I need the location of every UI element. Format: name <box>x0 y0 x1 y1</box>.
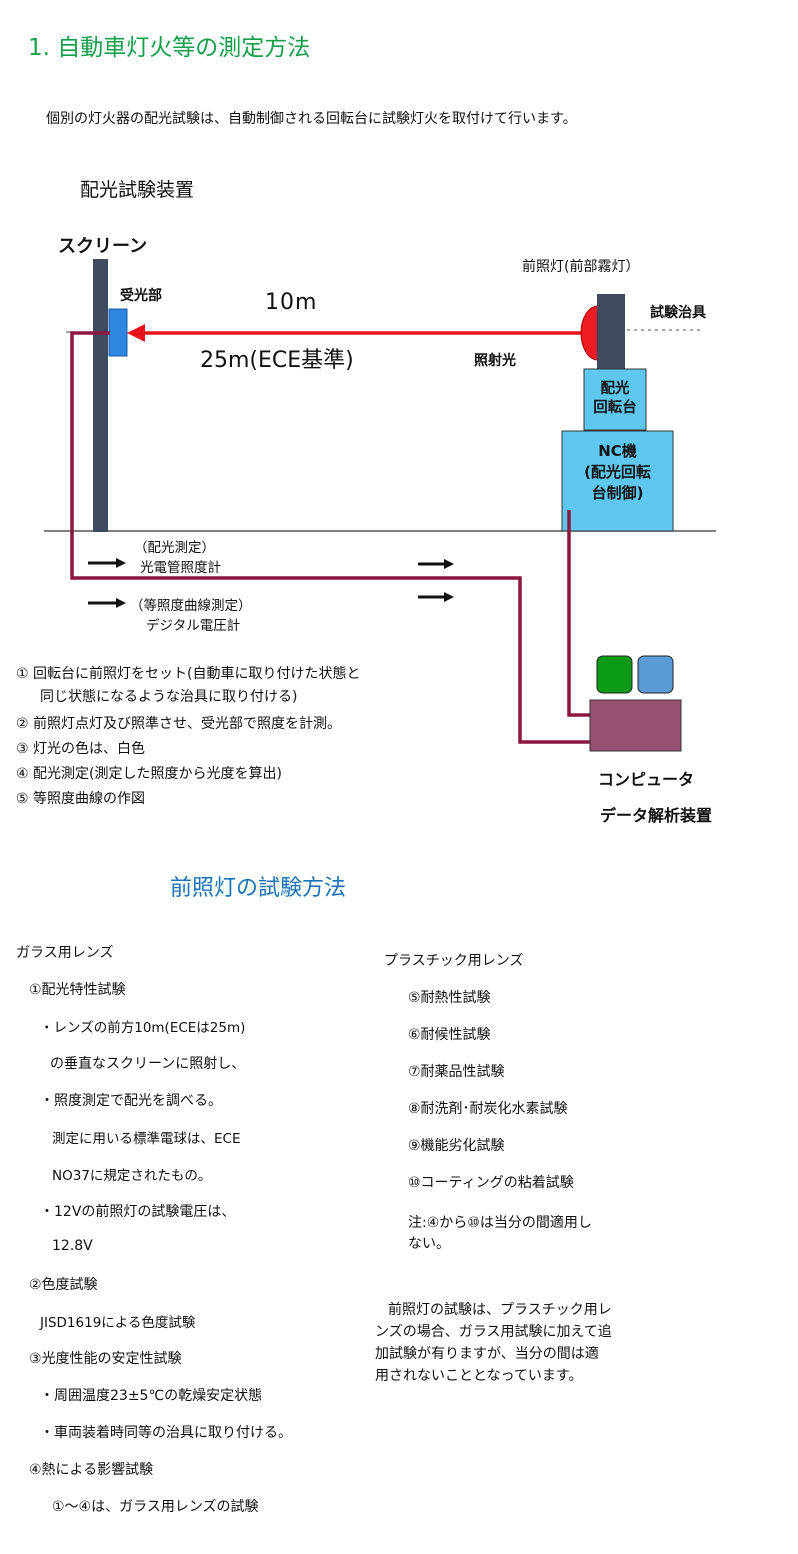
glass-line: 12.8V <box>52 1238 93 1254</box>
computer-box <box>589 699 682 752</box>
glass-line: ・12Vの前照灯の試験電圧は、 <box>40 1204 236 1220</box>
glass-line: ④熱による影響試験 <box>29 1462 154 1478</box>
plastic-line: ⑤耐熱性試験 <box>408 990 491 1006</box>
screen-post <box>93 259 108 532</box>
nc-box <box>561 430 674 532</box>
summary-line: ンズの場合、ガラス用試験に加えて追 <box>375 1324 612 1340</box>
irradiation-label: 照射光 <box>474 353 516 369</box>
plastic-line: ⑩コーティングの粘着試験 <box>408 1175 574 1191</box>
glass-line: ・照度測定で配光を調べる。 <box>40 1093 222 1109</box>
turntable-label: 配光 回転台 <box>593 381 637 416</box>
glass-line: JISD1619による色度試験 <box>40 1315 196 1331</box>
meter-arrows <box>88 558 454 608</box>
glass-line: 測定に用いる標準電球は、ECE <box>52 1131 241 1147</box>
plastic-heading: プラスチック用レンズ <box>384 953 524 969</box>
page-heading: 1. 自動車灯火等の測定方法 <box>28 35 311 61</box>
summary-line: 用されないこととなっています。 <box>375 1368 583 1384</box>
glass-heading: ガラス用レンズ <box>16 945 114 961</box>
plastic-note-line1: 注:④から⑩は当分の間適用し <box>408 1215 592 1231</box>
blue-key <box>637 655 674 694</box>
diagram-title: 配光試験装置 <box>80 179 195 201</box>
distance-label: 10m <box>265 290 318 315</box>
glass-line: ・周囲温度23±5℃の乾燥安定状態 <box>40 1388 263 1404</box>
step-1: ① 回転台に前照灯をセット(自動車に取り付けた状態と <box>16 666 361 682</box>
glass-line: ・車両装着時同等の治具に取り付ける。 <box>40 1425 292 1441</box>
meter2-line1: （等照度曲線測定） <box>130 598 252 614</box>
cable-nc-computer <box>567 510 591 717</box>
headlamp-label: 前照灯(前部霧灯） <box>522 259 640 275</box>
glass-line: ・レンズの前方10m(ECEは25m) <box>40 1020 246 1036</box>
turntable-box <box>583 368 647 431</box>
step-5: ⑤ 等照度曲線の作図 <box>16 791 146 807</box>
cable-screen-computer <box>70 331 591 744</box>
plastic-line: ⑥耐候性試験 <box>408 1027 491 1043</box>
glass-line: ③光度性能の安定性試験 <box>29 1351 182 1367</box>
step-2: ② 前照灯点灯及び照準させ、受光部で照度を計測。 <box>16 716 341 732</box>
meter2-line2: デジタル電圧計 <box>146 618 241 634</box>
analyzer-label: データ解析装置 <box>600 806 713 825</box>
section2-title: 前照灯の試験方法 <box>170 876 347 901</box>
screen-label: スクリーン <box>58 236 148 257</box>
summary-line: 前照灯の試験は、プラスチック用レ <box>388 1302 612 1318</box>
glass-line: ①～④は、ガラス用レンズの試験 <box>52 1499 259 1515</box>
summary-line: 加試験が有りますが、当分の間は適 <box>375 1346 599 1362</box>
glass-line: NO37に規定されたもの。 <box>52 1168 212 1184</box>
step-3: ③ 灯光の色は、白色 <box>16 741 146 757</box>
meter1-line1: （配光測定） <box>134 540 215 556</box>
step-4: ④ 配光測定(測定した照度から光度を算出) <box>16 766 282 782</box>
meter1-line2: 光電管照度計 <box>140 560 221 576</box>
jig-label: 試験治具 <box>650 305 706 321</box>
green-key <box>596 655 633 694</box>
plastic-line: ⑦耐薬品性試験 <box>408 1064 505 1080</box>
glass-line: ①配光特性試験 <box>29 982 126 998</box>
step-1-cont: 同じ状態になるような治具に取り付ける) <box>40 689 298 705</box>
jig-post <box>597 294 625 370</box>
plastic-note-line2: ない。 <box>408 1236 450 1252</box>
receiver-label: 受光部 <box>120 288 162 304</box>
receiver-box <box>108 308 128 357</box>
beam-arrowhead <box>127 324 145 342</box>
computer-label: コンピュータ <box>598 770 695 789</box>
plastic-line: ⑧耐洗剤･耐炭化水素試験 <box>408 1101 568 1117</box>
ece-label: 25m(ECE基準) <box>200 348 354 373</box>
intro-text: 個別の灯火器の配光試験は、自動制御される回転台に試験灯火を取付けて行います。 <box>46 111 577 127</box>
nc-label: NC機 (配光回転 台制御) <box>584 442 651 502</box>
headlamp-lens <box>580 305 599 361</box>
glass-line: の垂直なスクリーンに照射し、 <box>50 1056 246 1072</box>
plastic-line: ⑨機能劣化試験 <box>408 1138 505 1154</box>
glass-line: ②色度試験 <box>29 1277 98 1293</box>
